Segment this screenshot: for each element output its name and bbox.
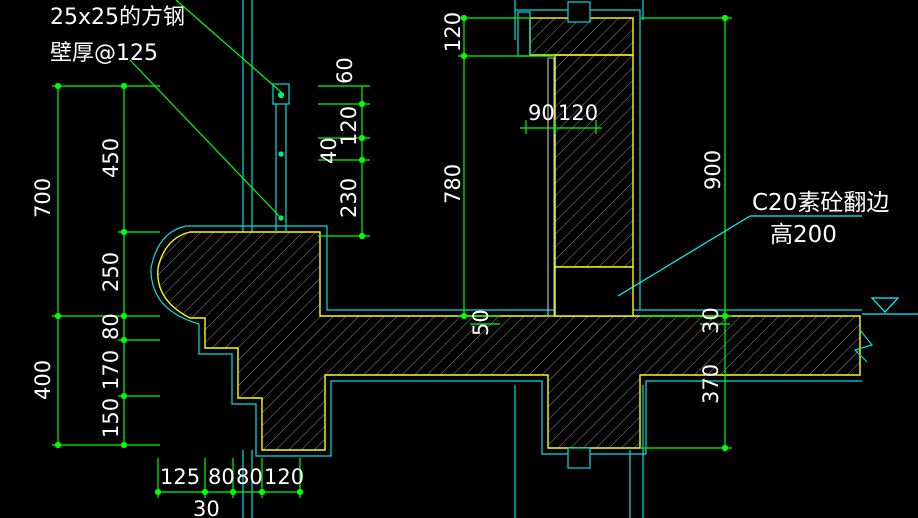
membrane-strip [547, 57, 555, 317]
railing-post [272, 83, 290, 232]
bottom-cap-block [567, 447, 591, 469]
wall-top-cap [529, 17, 634, 56]
slab-break [853, 329, 874, 363]
upright-wall-base [554, 266, 634, 317]
dim-80: 80 [99, 313, 123, 340]
dim-250: 250 [99, 252, 123, 292]
dim-400: 400 [31, 360, 55, 400]
dim-170: 170 [99, 350, 123, 390]
dimension-lines [52, 0, 918, 498]
left-concrete-mass [157, 231, 861, 451]
dim-b80b: 80 [236, 465, 263, 489]
concrete-note: C20素砼翻边 [752, 190, 889, 216]
dim-700: 700 [31, 178, 55, 218]
dim-b80a: 80 [208, 465, 235, 489]
dim-90: 90 [528, 101, 555, 125]
dim-60: 60 [333, 57, 357, 84]
dim-900: 900 [701, 150, 725, 190]
dim-120-mid: 120 [558, 101, 598, 125]
dim-120-a: 120 [337, 106, 361, 146]
top-cap-block [567, 1, 591, 23]
dim-120-top: 120 [441, 12, 465, 52]
dim-b120: 120 [264, 465, 304, 489]
dim-50: 50 [469, 309, 493, 336]
height-note: 高200 [770, 222, 837, 248]
dim-370: 370 [699, 364, 723, 404]
dim-b30: 30 [193, 497, 220, 518]
dim-40: 40 [317, 137, 341, 164]
dim-150: 150 [99, 398, 123, 438]
steel-note: 25x25的方钢 [50, 5, 185, 30]
dim-30-right: 30 [699, 307, 723, 334]
wall-thickness-note: 壁厚@125 [50, 41, 158, 66]
dim-b125: 125 [160, 465, 200, 489]
concrete-body [150, 1, 874, 469]
guide-lines [242, 0, 644, 518]
dim-450: 450 [99, 138, 123, 178]
dim-230: 230 [337, 178, 361, 218]
dim-780: 780 [441, 164, 465, 204]
upright-wall [554, 54, 634, 268]
